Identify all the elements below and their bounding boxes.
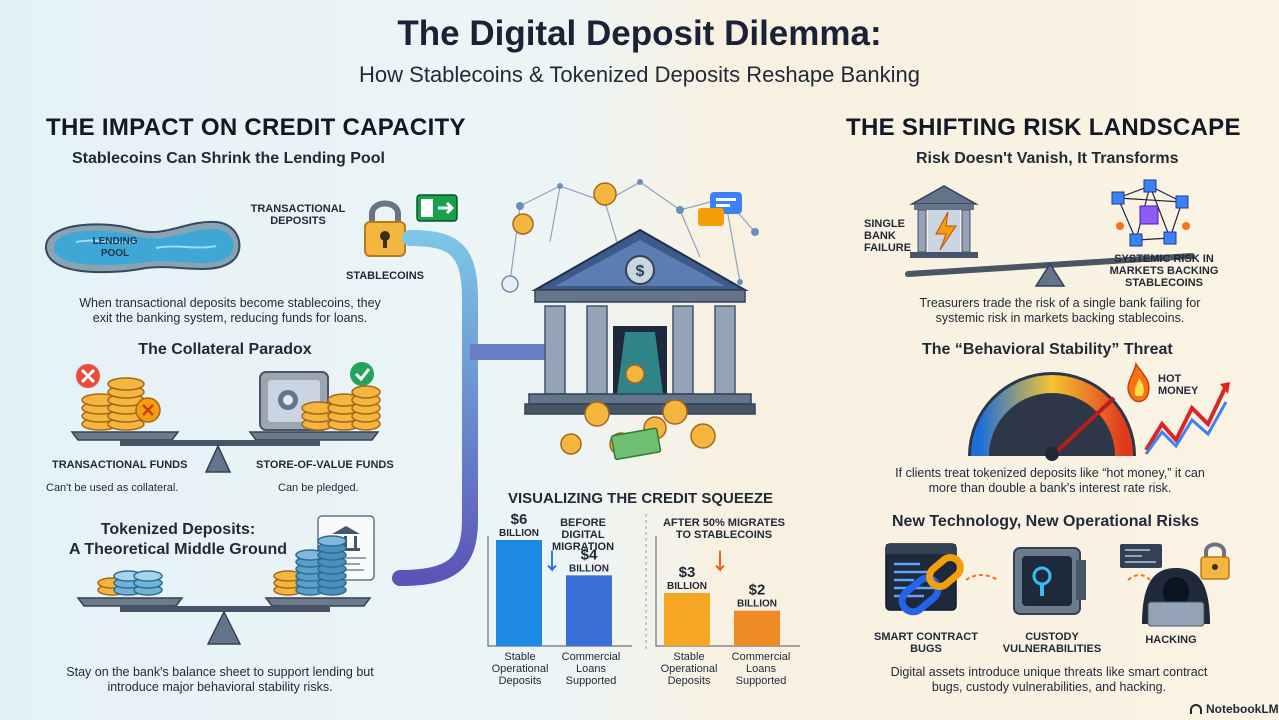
tokenized-caption: Stay on the bank's balance sheet to supp… xyxy=(66,665,374,694)
operational-risks-illustration xyxy=(885,542,1230,627)
chart-unit-label: BILLION xyxy=(569,563,609,574)
smart-contract-bugs-label: SMART CONTRACT BUGS xyxy=(874,631,978,655)
section-title-credit-capacity: THE IMPACT ON CREDIT CAPACITY xyxy=(46,114,466,141)
tokenized-scale-illustration xyxy=(76,515,375,645)
store-of-value-caption: Can be pledged. xyxy=(278,482,359,494)
after-cat2-label: Commercial Loans Supported xyxy=(731,651,791,687)
collateral-scale-illustration xyxy=(70,362,381,473)
after-chart-title: AFTER 50% MIGRATES TO STABLECOINS xyxy=(662,517,786,541)
lending-pool-caption: When transactional deposits become stabl… xyxy=(79,296,381,325)
coin-icon xyxy=(512,213,534,235)
chart-bar xyxy=(496,540,542,646)
credit-squeeze-title: VISUALIZING THE CREDIT SQUEEZE xyxy=(508,490,774,507)
custody-vulnerabilities-label: CUSTODY VULNERABILITIES xyxy=(1002,631,1102,655)
page-title: The Digital Deposit Dilemma: xyxy=(397,14,882,53)
transactional-funds-caption: Can't be used as collateral. xyxy=(46,482,179,494)
network-nodes-illustration xyxy=(501,179,759,293)
risk-transforms-caption: Treasurers trade the risk of a single ba… xyxy=(919,296,1201,325)
before-cat1-label: Stable Operational Deposits xyxy=(491,651,549,687)
risk-seesaw-illustration xyxy=(905,179,1195,287)
chart-unit-label: BILLION xyxy=(667,581,707,592)
lending-pool-heading: Stablecoins Can Shrink the Lending Pool xyxy=(72,150,385,167)
risk-transforms-heading: Risk Doesn't Vanish, It Transforms xyxy=(916,150,1179,167)
chart-bar xyxy=(734,610,780,646)
stablecoins-label: STABLECOINS xyxy=(346,270,425,282)
systemic-risk-label: SYSTEMIC RISK IN MARKETS BACKING STABLEC… xyxy=(1109,253,1219,289)
notebooklm-logo-icon xyxy=(1190,704,1202,714)
operational-caption: Digital assets introduce unique threats … xyxy=(890,665,1208,694)
behavioral-caption: If clients treat tokenized deposits like… xyxy=(895,466,1205,495)
before-cat2-label: Commercial Loans Supported xyxy=(561,651,621,687)
bank-building-illustration: $ xyxy=(524,228,756,461)
notebooklm-brand: NotebookLM xyxy=(1190,702,1279,716)
chart-unit-label: BILLION xyxy=(737,599,777,610)
exit-sign-icon xyxy=(416,194,458,222)
collateral-paradox-heading: The Collateral Paradox xyxy=(138,341,312,358)
behavioral-threat-heading: The “Behavioral Stability” Threat xyxy=(922,341,1173,358)
decline-arrow-icon xyxy=(547,550,557,572)
svg-text:$: $ xyxy=(636,263,645,280)
transactional-deposits-label: TRANSACTIONAL DEPOSITS xyxy=(250,203,346,227)
lock-icon xyxy=(364,200,406,257)
chart-bar xyxy=(566,575,612,646)
transactional-funds-label: TRANSACTIONAL FUNDS xyxy=(52,459,188,471)
decline-arrow-icon xyxy=(715,550,725,572)
after-cat1-label: Stable Operational Deposits xyxy=(660,651,718,687)
operational-risks-heading: New Technology, New Operational Risks xyxy=(892,513,1200,530)
hot-money-gauge-illustration xyxy=(968,361,1230,461)
chart-value-label: $2 xyxy=(749,582,766,599)
section-title-risk-landscape: THE SHIFTING RISK LANDSCAPE xyxy=(846,114,1241,141)
chart-value-label: $6 xyxy=(511,511,528,528)
hacking-label: HACKING xyxy=(1145,634,1197,646)
notebooklm-brand-label: NotebookLM xyxy=(1206,702,1279,716)
hot-money-label: HOT MONEY xyxy=(1158,373,1199,397)
chart-value-label: $3 xyxy=(679,564,696,581)
single-bank-failure-label: SINGLE BANK FAILURE xyxy=(864,218,912,254)
tokenized-heading-line2: A Theoretical Middle Ground xyxy=(68,541,288,558)
lending-pool-illustration xyxy=(44,220,241,274)
store-of-value-label: STORE-OF-VALUE FUNDS xyxy=(256,459,394,471)
chart-value-label: $4 xyxy=(581,546,598,563)
lending-pool-label: LENDING POOL xyxy=(92,236,138,259)
page-subtitle: How Stablecoins & Tokenized Deposits Res… xyxy=(359,62,920,87)
coin-icon xyxy=(593,182,617,206)
chart-bar xyxy=(664,593,710,646)
chart-unit-label: BILLION xyxy=(499,528,539,539)
tokenized-heading-line1: Tokenized Deposits: xyxy=(100,521,256,538)
before-chart-title: BEFORE DIGITAL MIGRATION xyxy=(551,517,615,553)
